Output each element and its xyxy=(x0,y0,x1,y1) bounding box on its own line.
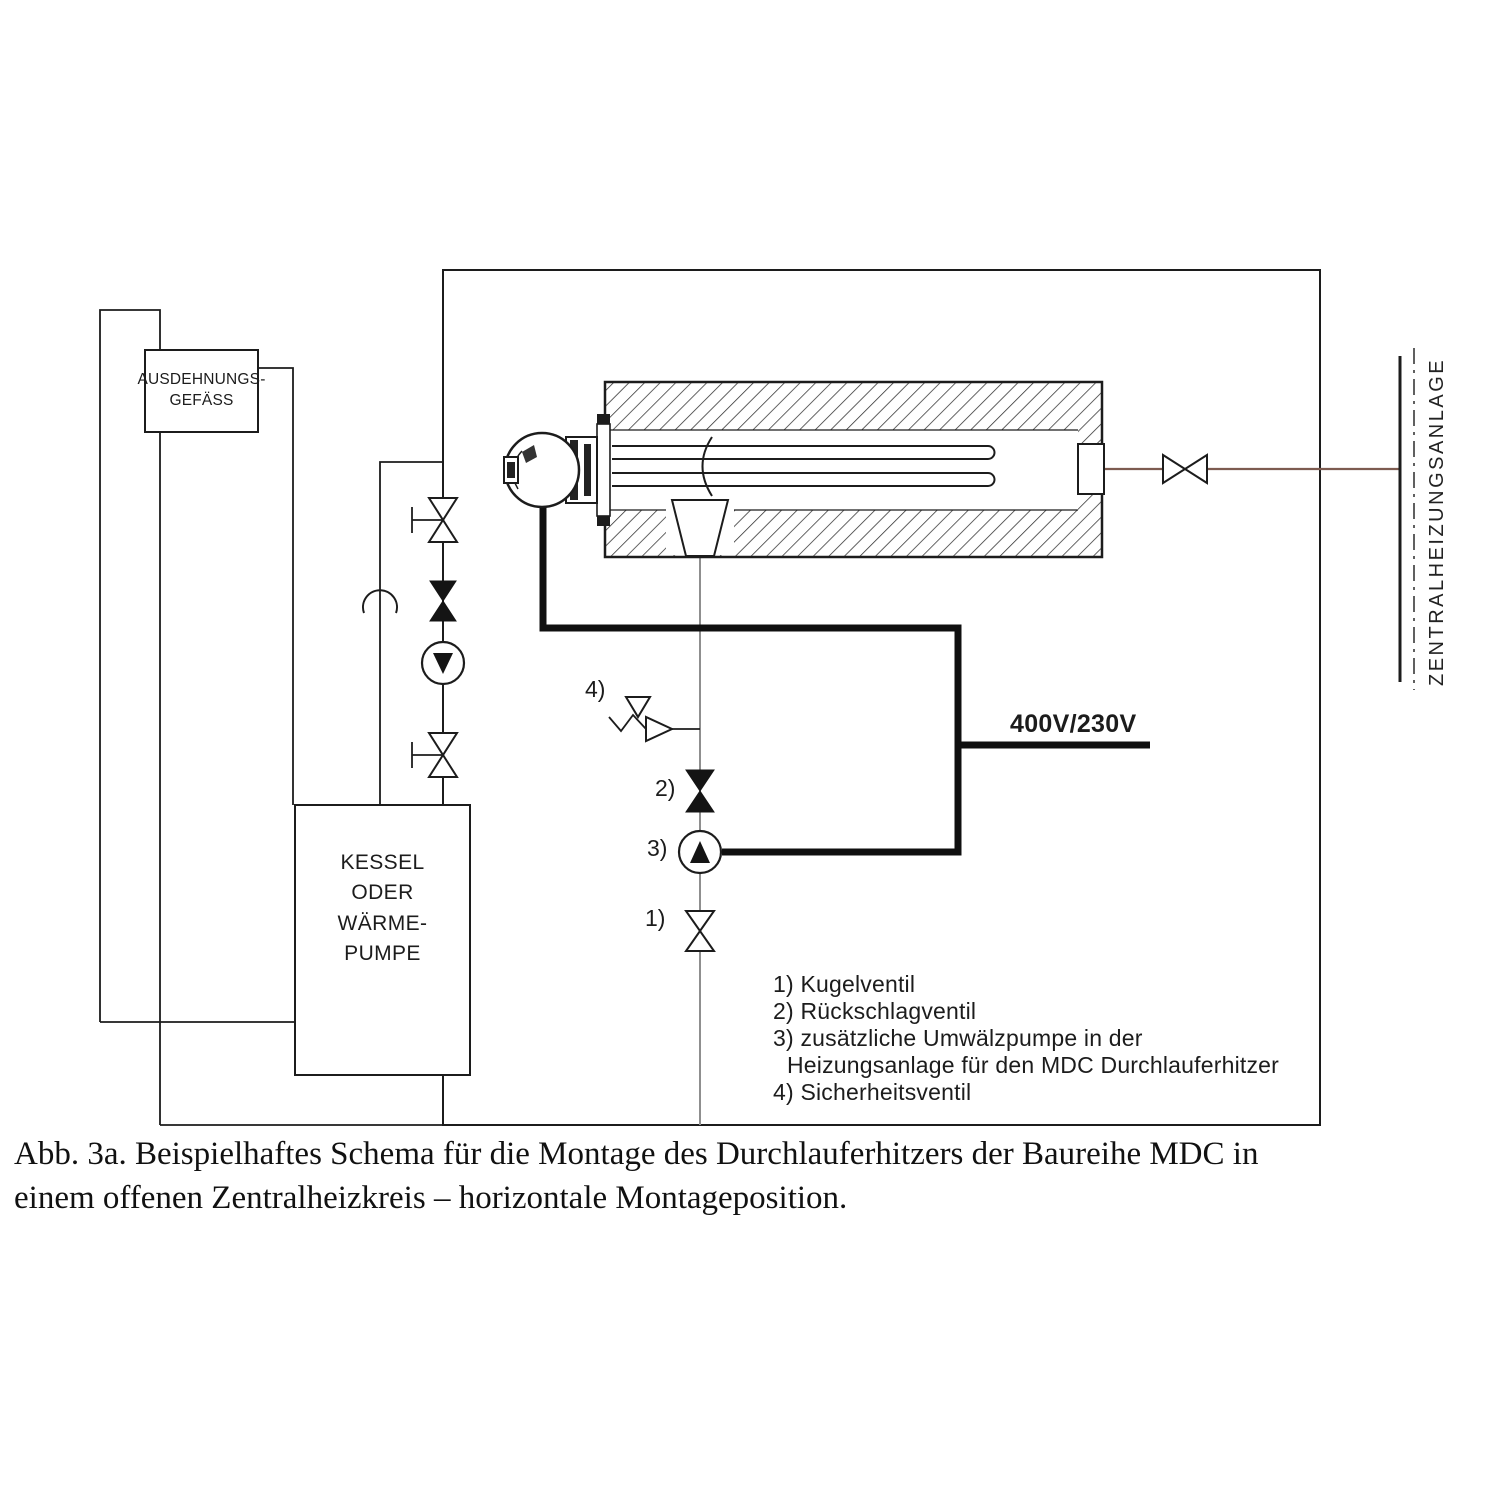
heater-flange-cap xyxy=(503,431,598,509)
heater-outlet-funnel xyxy=(670,499,730,557)
legend-item-1: 1) Kugelventil xyxy=(773,971,916,997)
callout-1: 1) xyxy=(645,905,666,931)
heater-assembly xyxy=(503,380,1105,559)
system-boundary-box xyxy=(442,269,1321,1126)
power-cable-line xyxy=(539,506,1150,856)
callout-3: 3) xyxy=(647,835,668,861)
callout-4: 4) xyxy=(585,676,606,702)
check-valve-icon xyxy=(685,769,715,813)
legend-item-2: 2) Rückschlagventil xyxy=(773,998,977,1024)
expansion-vessel-label: AUSDEHNUNGS- GEFÄSS xyxy=(137,371,266,409)
left-check-valve-icon xyxy=(429,580,457,622)
circulation-pump-icon xyxy=(677,829,723,875)
end-plate-bolt-bottom xyxy=(597,516,610,526)
figure-caption: Abb. 3a. Beispielhaftes Schema für die M… xyxy=(14,1136,1259,1216)
boiler-box xyxy=(294,804,471,1076)
shutoff-valve-right-icon xyxy=(1162,453,1208,485)
left-circuit-pipes xyxy=(99,309,443,1126)
heater-inner-channel xyxy=(608,430,1078,510)
safety-valve-icon xyxy=(608,696,700,743)
gauge-icon xyxy=(362,589,398,614)
power-supply-label: 400V/230V xyxy=(1010,710,1137,738)
legend-item-4: 4) Sicherheitsventil xyxy=(773,1079,972,1105)
legend-item-3-continued: Heizungsanlage für den MDC Durchlauferhi… xyxy=(787,1052,1280,1078)
left-valve-bottom-icon xyxy=(411,732,459,778)
ball-valve-icon xyxy=(684,910,716,952)
heater-outlet-fitting xyxy=(1077,443,1105,495)
left-pump-icon xyxy=(420,640,466,686)
end-plate-bolt-top xyxy=(597,414,610,424)
callout-2: 2) xyxy=(655,775,676,801)
heating-elements xyxy=(612,436,996,497)
left-valve-top-icon xyxy=(411,497,459,543)
heater-end-plate xyxy=(596,423,611,517)
central-heating-connection xyxy=(1398,348,1415,690)
boiler-label: KESSEL ODER WÄRME- PUMPE xyxy=(337,851,428,966)
legend-item-3: 3) zusätzliche Umwälzpumpe in der xyxy=(773,1025,1143,1051)
expansion-vessel-box xyxy=(144,349,259,433)
central-heating-label: ZENTRALHEIZUNGSANLAGE xyxy=(1426,357,1448,686)
